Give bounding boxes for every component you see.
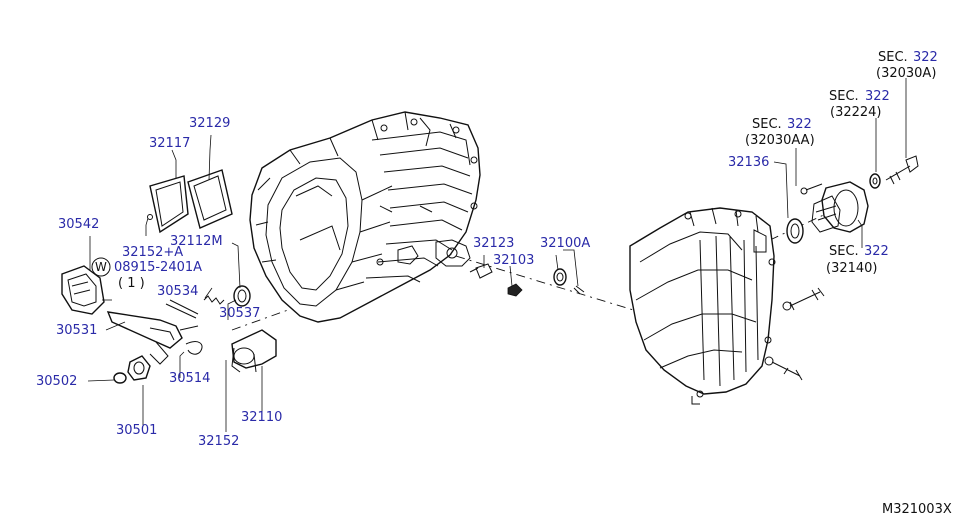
part-label-32152[interactable]: 32152 [198, 434, 240, 449]
gasket-icon [149, 175, 189, 234]
part-label-32117[interactable]: 32117 [149, 136, 191, 151]
part-label-08915-2401a[interactable]: 08915-2401A [114, 260, 203, 275]
part-label-32136[interactable]: 32136 [728, 155, 770, 170]
filler-plug-icon [553, 268, 585, 295]
part-label-30542[interactable]: 30542 [58, 217, 100, 232]
sec-ref-prefix: SEC. [878, 50, 908, 65]
sec-ref-prefix: SEC. [752, 117, 782, 132]
sec-ref-link[interactable]: 322 [864, 244, 889, 259]
washer-symbol-icon [91, 257, 111, 277]
part-label-30531[interactable]: 30531 [56, 323, 98, 338]
bolt-icon [147, 214, 153, 220]
part-label-32152-plus-a[interactable]: 32152+A [122, 245, 184, 260]
part-label-30502[interactable]: 30502 [36, 374, 78, 389]
front-cover-icon [231, 329, 277, 373]
sec-ref-part: (32140) [826, 261, 878, 276]
bolt-icon [885, 155, 919, 185]
part-label-30501[interactable]: 30501 [116, 423, 158, 438]
sec-ref-part: (32030AA) [745, 133, 815, 148]
bolt-icon [800, 183, 823, 195]
o-ring-icon [233, 285, 251, 307]
bolt-icon [782, 287, 825, 311]
cover-icon [187, 169, 233, 229]
dust-boot-icon [61, 265, 105, 315]
quantity-label: ( 1 ) [118, 276, 145, 291]
part-label-32103[interactable]: 32103 [493, 253, 535, 268]
diagram-id: M321003X [882, 502, 952, 517]
washer-icon [869, 173, 881, 189]
plug-icon [469, 263, 493, 279]
withdrawal-lever-icon [106, 311, 183, 365]
part-label-32110[interactable]: 32110 [241, 410, 283, 425]
part-label-30514[interactable]: 30514 [169, 371, 211, 386]
drain-plug-icon [507, 283, 523, 297]
axis-line [435, 249, 641, 313]
extension-housing-icon [629, 207, 776, 405]
part-label-32112m[interactable]: 32112M [170, 234, 223, 249]
sec-ref-part: (32030A) [876, 66, 937, 81]
part-label-30534[interactable]: 30534 [157, 284, 199, 299]
part-label-32100a[interactable]: 32100A [540, 236, 591, 251]
washer-mark: W [95, 260, 107, 274]
part-label-32129[interactable]: 32129 [189, 116, 231, 131]
transmission-case-icon [249, 111, 481, 323]
boot-icon [113, 372, 127, 384]
sec-ref-prefix: SEC. [829, 89, 859, 104]
retainer-spring-icon [165, 295, 225, 319]
oil-seal-icon [786, 218, 804, 244]
rear-retainer-icon [811, 181, 869, 233]
sec-ref-link[interactable]: 322 [787, 117, 812, 132]
leader-lines [87, 78, 907, 432]
part-label-32123[interactable]: 32123 [473, 236, 515, 251]
pivot-icon [127, 355, 151, 381]
sec-ref-link[interactable]: 322 [913, 50, 938, 65]
sec-ref-part: (32224) [830, 105, 882, 120]
sec-ref-link[interactable]: 322 [865, 89, 890, 104]
sec-ref-prefix: SEC. [829, 244, 859, 259]
bolt-icon [764, 356, 803, 381]
part-label-30537[interactable]: 30537 [219, 306, 261, 321]
clip-icon [179, 325, 203, 355]
